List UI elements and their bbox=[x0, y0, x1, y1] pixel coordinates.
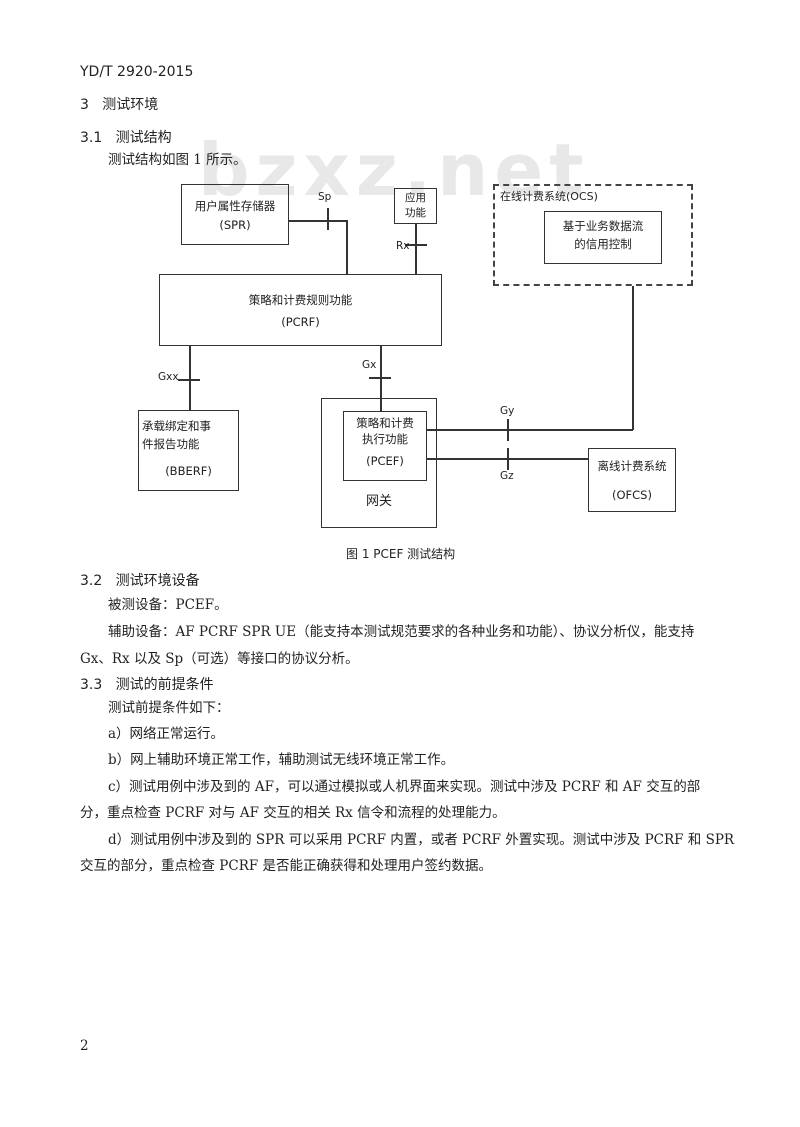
ocs-box bbox=[493, 184, 693, 286]
ocs-label: 在线计费系统(OCS) bbox=[500, 190, 598, 203]
gy-link-h bbox=[427, 429, 633, 431]
watermark: bzxz.net bbox=[198, 128, 590, 212]
rx-tick bbox=[405, 244, 427, 246]
gateway-label: 网关 bbox=[365, 494, 392, 509]
sp-link-h bbox=[289, 220, 347, 222]
section-3-1-heading: 3.1 测试结构 bbox=[80, 130, 172, 146]
app-function-line1: 应用 bbox=[405, 192, 426, 204]
pcef-abbr: (PCEF) bbox=[366, 454, 404, 468]
pcef-line2: 执行功能 bbox=[362, 432, 408, 446]
section-3-heading: 3 测试环境 bbox=[80, 97, 159, 113]
gxx-label: Gxx bbox=[158, 371, 179, 383]
page-number: 2 bbox=[80, 1038, 89, 1054]
credit-control-box bbox=[544, 211, 662, 264]
ofcs-box bbox=[588, 448, 676, 512]
app-function-box bbox=[394, 188, 437, 224]
ofcs-name: 离线计费系统 bbox=[597, 459, 667, 473]
figure-caption: 图 1 PCEF 测试结构 bbox=[346, 547, 456, 561]
spr-box bbox=[181, 184, 289, 245]
gx-link bbox=[380, 346, 382, 411]
gx-label: Gx bbox=[362, 359, 377, 371]
spr-name: 用户属性存储器 bbox=[194, 199, 276, 213]
pcrf-name: 策略和计费规则功能 bbox=[248, 293, 353, 307]
bberf-abbr: (BBERF) bbox=[165, 464, 212, 478]
credit-control-line2: 的信用控制 bbox=[574, 237, 632, 251]
item-b: b）网上辅助环境正常工作，辅助测试无线环境正常工作。 bbox=[108, 752, 455, 768]
section-3-2-p2-line1: 辅助设备：AF PCRF SPR UE（能支持本测试规范要求的各种业务和功能）、… bbox=[108, 624, 695, 640]
section-3-3-intro: 测试前提条件如下： bbox=[108, 700, 230, 716]
rx-link bbox=[415, 224, 417, 274]
bberf-box bbox=[138, 410, 239, 491]
pcrf-box bbox=[159, 274, 442, 346]
gy-label: Gy bbox=[500, 405, 515, 417]
section-3-3-heading: 3.3 测试的前提条件 bbox=[80, 677, 214, 693]
app-function-line2: 功能 bbox=[405, 207, 426, 219]
document-id: YD/T 2920-2015 bbox=[80, 64, 194, 80]
item-c-line2: 分，重点检查 PCRF 对与 AF 交互的相关 Rx 信令和流程的处理能力。 bbox=[80, 805, 506, 821]
gz-label: Gz bbox=[500, 470, 514, 482]
credit-control-line1: 基于业务数据流 bbox=[562, 219, 644, 233]
spr-abbr: (SPR) bbox=[219, 218, 251, 232]
bberf-line2: 件报告功能 bbox=[142, 437, 200, 451]
pcef-line1: 策略和计费 bbox=[356, 416, 414, 430]
gy-link-v bbox=[632, 286, 634, 430]
item-d-line2: 交互的部分，重点检查 PCRF 是否能正确获得和处理用户签约数据。 bbox=[80, 858, 493, 874]
item-c-line1: c）测试用例中涉及到的 AF，可以通过模拟或人机界面来实现。测试中涉及 PCRF… bbox=[108, 779, 701, 795]
ofcs-abbr: (OFCS) bbox=[612, 488, 652, 502]
item-a: a）网络正常运行。 bbox=[108, 726, 225, 742]
section-3-2-heading: 3.2 测试环境设备 bbox=[80, 573, 200, 589]
section-3-2-p1: 被测设备：PCEF。 bbox=[108, 597, 228, 613]
sp-link-v bbox=[346, 220, 348, 274]
sp-tick bbox=[327, 208, 329, 230]
pcrf-abbr: (PCRF) bbox=[281, 315, 320, 329]
sp-label: Sp bbox=[318, 191, 332, 203]
rx-label: Rx bbox=[396, 240, 410, 252]
gxx-link bbox=[189, 346, 191, 410]
gxx-tick bbox=[178, 379, 200, 381]
gx-tick bbox=[369, 377, 391, 379]
gz-tick bbox=[507, 448, 509, 470]
item-d-line1: d）测试用例中涉及到的 SPR 可以采用 PCRF 内置，或者 PCRF 外置实… bbox=[108, 832, 735, 848]
gateway-box bbox=[321, 398, 437, 528]
bberf-line1: 承载绑定和事 bbox=[142, 419, 211, 433]
section-3-2-p2-line2: Gx、Rx 以及 Sp（可选）等接口的协议分析。 bbox=[80, 651, 359, 667]
gy-tick bbox=[507, 419, 509, 441]
pcef-box bbox=[343, 411, 427, 481]
section-3-1-intro: 测试结构如图 1 所示。 bbox=[108, 152, 247, 168]
